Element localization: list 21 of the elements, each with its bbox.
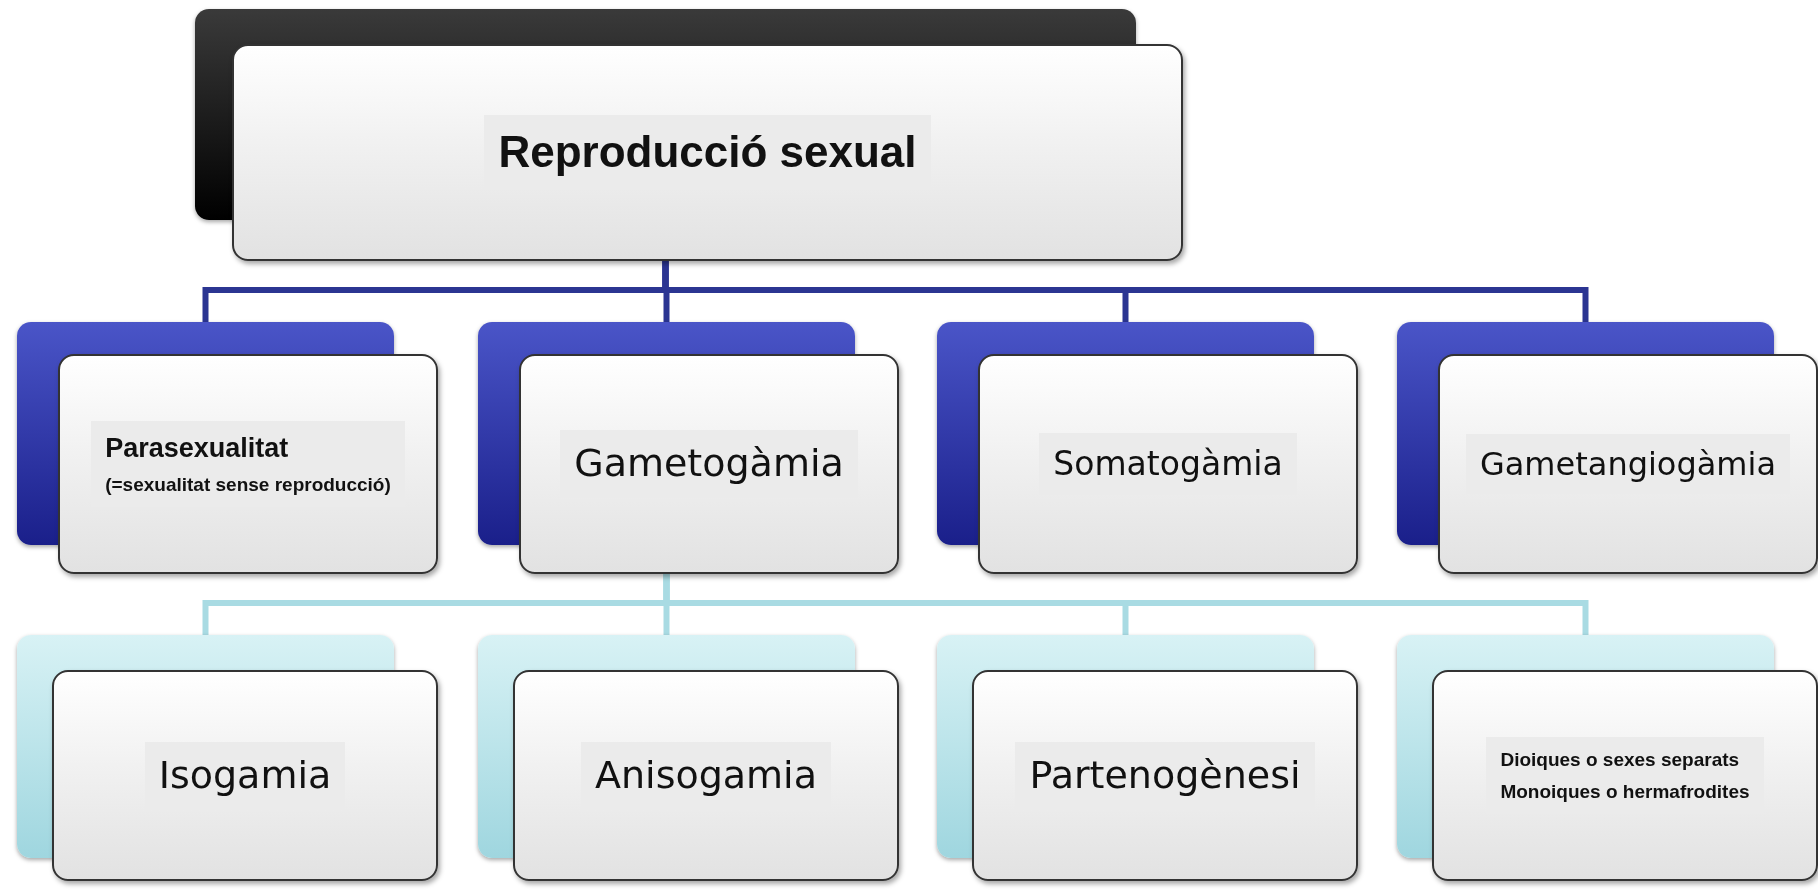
node-label: Dioiques o sexes separats bbox=[1500, 748, 1741, 771]
stacked-box bbox=[195, 9, 1183, 261]
stacked-box bbox=[17, 635, 438, 881]
stacked-box bbox=[1397, 322, 1818, 574]
node-label: Partenogènesi bbox=[1029, 753, 1301, 798]
node-label: Gametogàmia bbox=[574, 442, 844, 486]
node-label: Parasexualitat bbox=[105, 432, 290, 464]
node-label: (=sexualitat sense reproducció) bbox=[105, 473, 391, 496]
node-label: Monoiques o hermafrodites bbox=[1500, 780, 1750, 803]
node-label: Isogamia bbox=[158, 753, 332, 798]
stacked-box bbox=[937, 635, 1358, 881]
stacked-box bbox=[17, 322, 438, 574]
stacked-box bbox=[937, 322, 1358, 574]
node-label: Gametangiogàmia bbox=[1479, 445, 1777, 483]
stacked-box bbox=[478, 322, 899, 574]
node-label: Anisogamia bbox=[595, 753, 817, 798]
stacked-box bbox=[1397, 635, 1818, 881]
stacked-box bbox=[478, 635, 899, 881]
connector-line bbox=[662, 261, 1589, 322]
node-label: Reproducció sexual bbox=[498, 127, 917, 178]
node-label: Somatogàmia bbox=[1053, 445, 1283, 483]
